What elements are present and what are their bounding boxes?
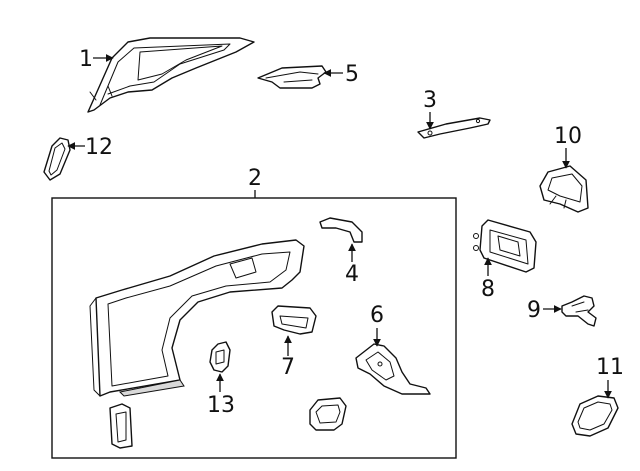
callout-11: 11 bbox=[596, 355, 624, 380]
part-unlabeled-bracket-left bbox=[109, 403, 133, 449]
part-10-housing bbox=[539, 165, 589, 213]
part-7-bracket bbox=[271, 305, 317, 335]
callout-12: 12 bbox=[85, 135, 113, 160]
callout-2: 2 bbox=[248, 166, 262, 191]
callout-1: 1 bbox=[79, 47, 93, 72]
part-5-bracket bbox=[257, 65, 327, 89]
part-9-latch bbox=[561, 295, 597, 327]
callout-9: 9 bbox=[527, 298, 541, 323]
part-12-gasket bbox=[43, 137, 71, 181]
part-6-wheelhouse-reinforcement bbox=[355, 343, 431, 395]
callout-8: 8 bbox=[481, 277, 495, 302]
callout-3: 3 bbox=[423, 88, 437, 113]
part-3-reinforcement bbox=[417, 117, 491, 139]
callout-5: 5 bbox=[345, 62, 359, 87]
part-8-door-pocket bbox=[473, 219, 537, 273]
callout-6: 6 bbox=[370, 303, 384, 328]
part-1-quarter-trim-upper bbox=[87, 37, 255, 113]
part-4-trim-strip bbox=[319, 217, 363, 243]
assembly-2-frame bbox=[51, 197, 457, 459]
part-11-door-ring bbox=[571, 395, 619, 437]
part-2-quarter-panel bbox=[89, 239, 305, 397]
callout-10: 10 bbox=[554, 124, 582, 149]
part-unlabeled-bezel bbox=[309, 397, 347, 431]
part-13-clip bbox=[209, 341, 231, 373]
callout-7: 7 bbox=[281, 355, 295, 380]
callout-4: 4 bbox=[345, 262, 359, 287]
callout-13: 13 bbox=[207, 393, 235, 418]
